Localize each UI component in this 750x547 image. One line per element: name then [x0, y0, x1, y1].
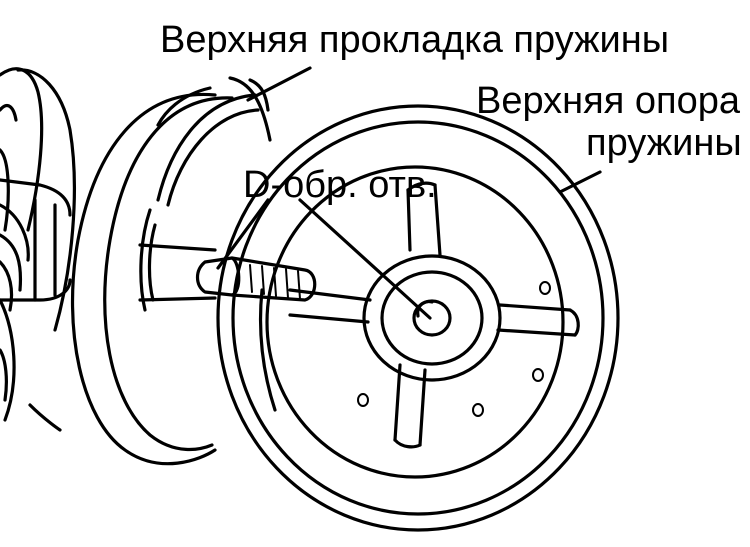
- spring-gasket: [70, 76, 272, 466]
- strut-shaft: [0, 178, 217, 312]
- label-upper-seat-line1: Верхняя опора: [476, 80, 741, 122]
- spring-seat: [216, 104, 620, 532]
- label-d-hole: D-обр. отв.: [243, 164, 437, 206]
- strut-spring: [0, 67, 76, 432]
- leader-upper-gasket: [246, 66, 312, 102]
- d-bolt: [195, 256, 317, 302]
- label-upper-seat-line2: пружины: [586, 122, 742, 164]
- leader-d-hole-hub: [298, 198, 432, 320]
- label-upper-gasket: Верхняя прокладка пружины: [160, 19, 669, 61]
- leader-d-hole-bolt: [216, 198, 270, 270]
- leader-upper-seat: [558, 170, 602, 194]
